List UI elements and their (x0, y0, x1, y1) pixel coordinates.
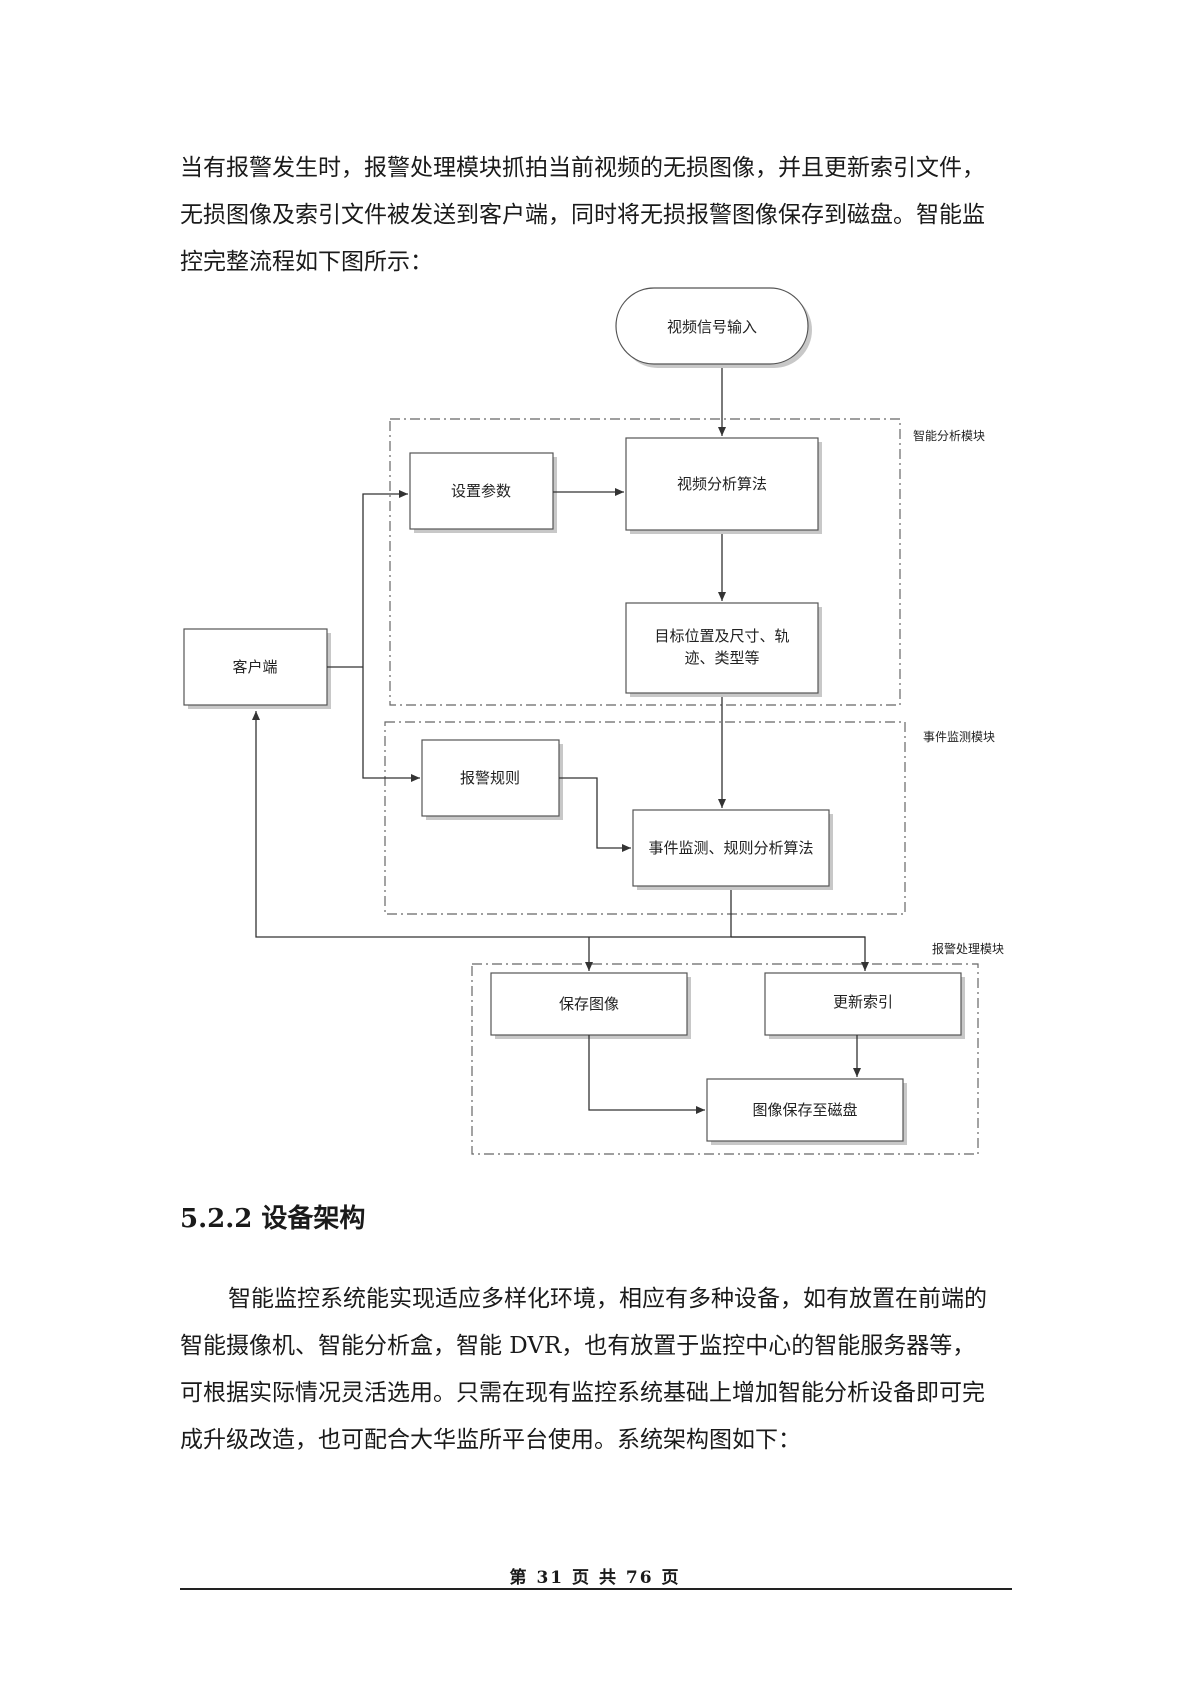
conn-bus-to-index (731, 936, 869, 971)
target-info-label-2: 迹、类型等 (684, 649, 759, 667)
client-label: 客户端 (232, 658, 277, 676)
update-index-node (764, 972, 962, 1036)
target-info-node (625, 602, 819, 694)
alarm-module-frame (471, 963, 979, 1155)
body-paragraph: 智能监控系统能实现适应多样化环境，相应有多种设备，如有放置在前端的 智能摄像机、… (180, 1276, 1010, 1464)
body-line: 可根据实际情况灵活选用。只需在现有监控系统基础上增加智能分析设备即可完 (180, 1380, 985, 1406)
footer-rule (180, 1588, 1012, 1590)
target-info-label-1: 目标位置及尺寸、轨 (654, 627, 789, 645)
conn-client-to-params (362, 490, 408, 667)
image-to-disk-node (706, 1078, 904, 1142)
event-module-frame (384, 721, 906, 915)
section-heading: 5.2.2 设备架构 (180, 1204, 366, 1234)
alarm-rules-label: 报警规则 (460, 769, 520, 787)
image-to-disk-label: 图像保存至磁盘 (752, 1101, 857, 1119)
analysis-module-frame (389, 418, 901, 706)
set-params-node (409, 452, 554, 530)
set-params-label: 设置参数 (451, 482, 511, 500)
event-monitor-label: 事件监测、规则分析算法 (648, 839, 813, 857)
video-analysis-label: 视频分析算法 (677, 475, 767, 493)
intro-line: 控完整流程如下图所示： (180, 249, 433, 275)
video-analysis-node (625, 437, 819, 531)
body-line: 智能监控系统能实现适应多样化环境，相应有多种设备，如有放置在前端的 (228, 1286, 987, 1312)
save-image-label: 保存图像 (559, 995, 619, 1013)
client-node (183, 628, 328, 706)
intro-paragraph: 当有报警发生时，报警处理模块抓拍当前视频的无损图像，并且更新索引文件， 无损图像… (180, 145, 1010, 286)
intro-line: 无损图像及索引文件被发送到客户端，同时将无损报警图像保存到磁盘。智能监 (180, 202, 985, 228)
page-number: 第 31 页 共 76 页 (509, 1568, 681, 1588)
conn-save-to-disk (588, 1035, 705, 1114)
conn-rules-to-event (559, 777, 631, 852)
conn-client-to-rules (362, 667, 420, 782)
intro-line: 当有报警发生时，报警处理模块抓拍当前视频的无损图像，并且更新索引文件， (180, 155, 985, 181)
event-module-label: 事件监测模块 (923, 730, 995, 744)
event-monitor-node (632, 809, 830, 887)
analysis-module-label: 智能分析模块 (913, 428, 985, 443)
body-line: 成升级改造，也可配合大华监所平台使用。系统架构图如下： (180, 1427, 801, 1453)
body-line: 智能摄像机、智能分析盒，智能 DVR，也有放置于监控中心的智能服务器等， (180, 1333, 976, 1359)
video-input-node (615, 287, 809, 365)
conn-bus-to-client (252, 711, 865, 938)
alarm-rules-node (421, 739, 560, 817)
alarm-module-label: 报警处理模块 (932, 941, 1004, 956)
video-input-label: 视频信号输入 (667, 318, 757, 336)
save-image-node (490, 972, 688, 1036)
update-index-label: 更新索引 (833, 993, 893, 1011)
